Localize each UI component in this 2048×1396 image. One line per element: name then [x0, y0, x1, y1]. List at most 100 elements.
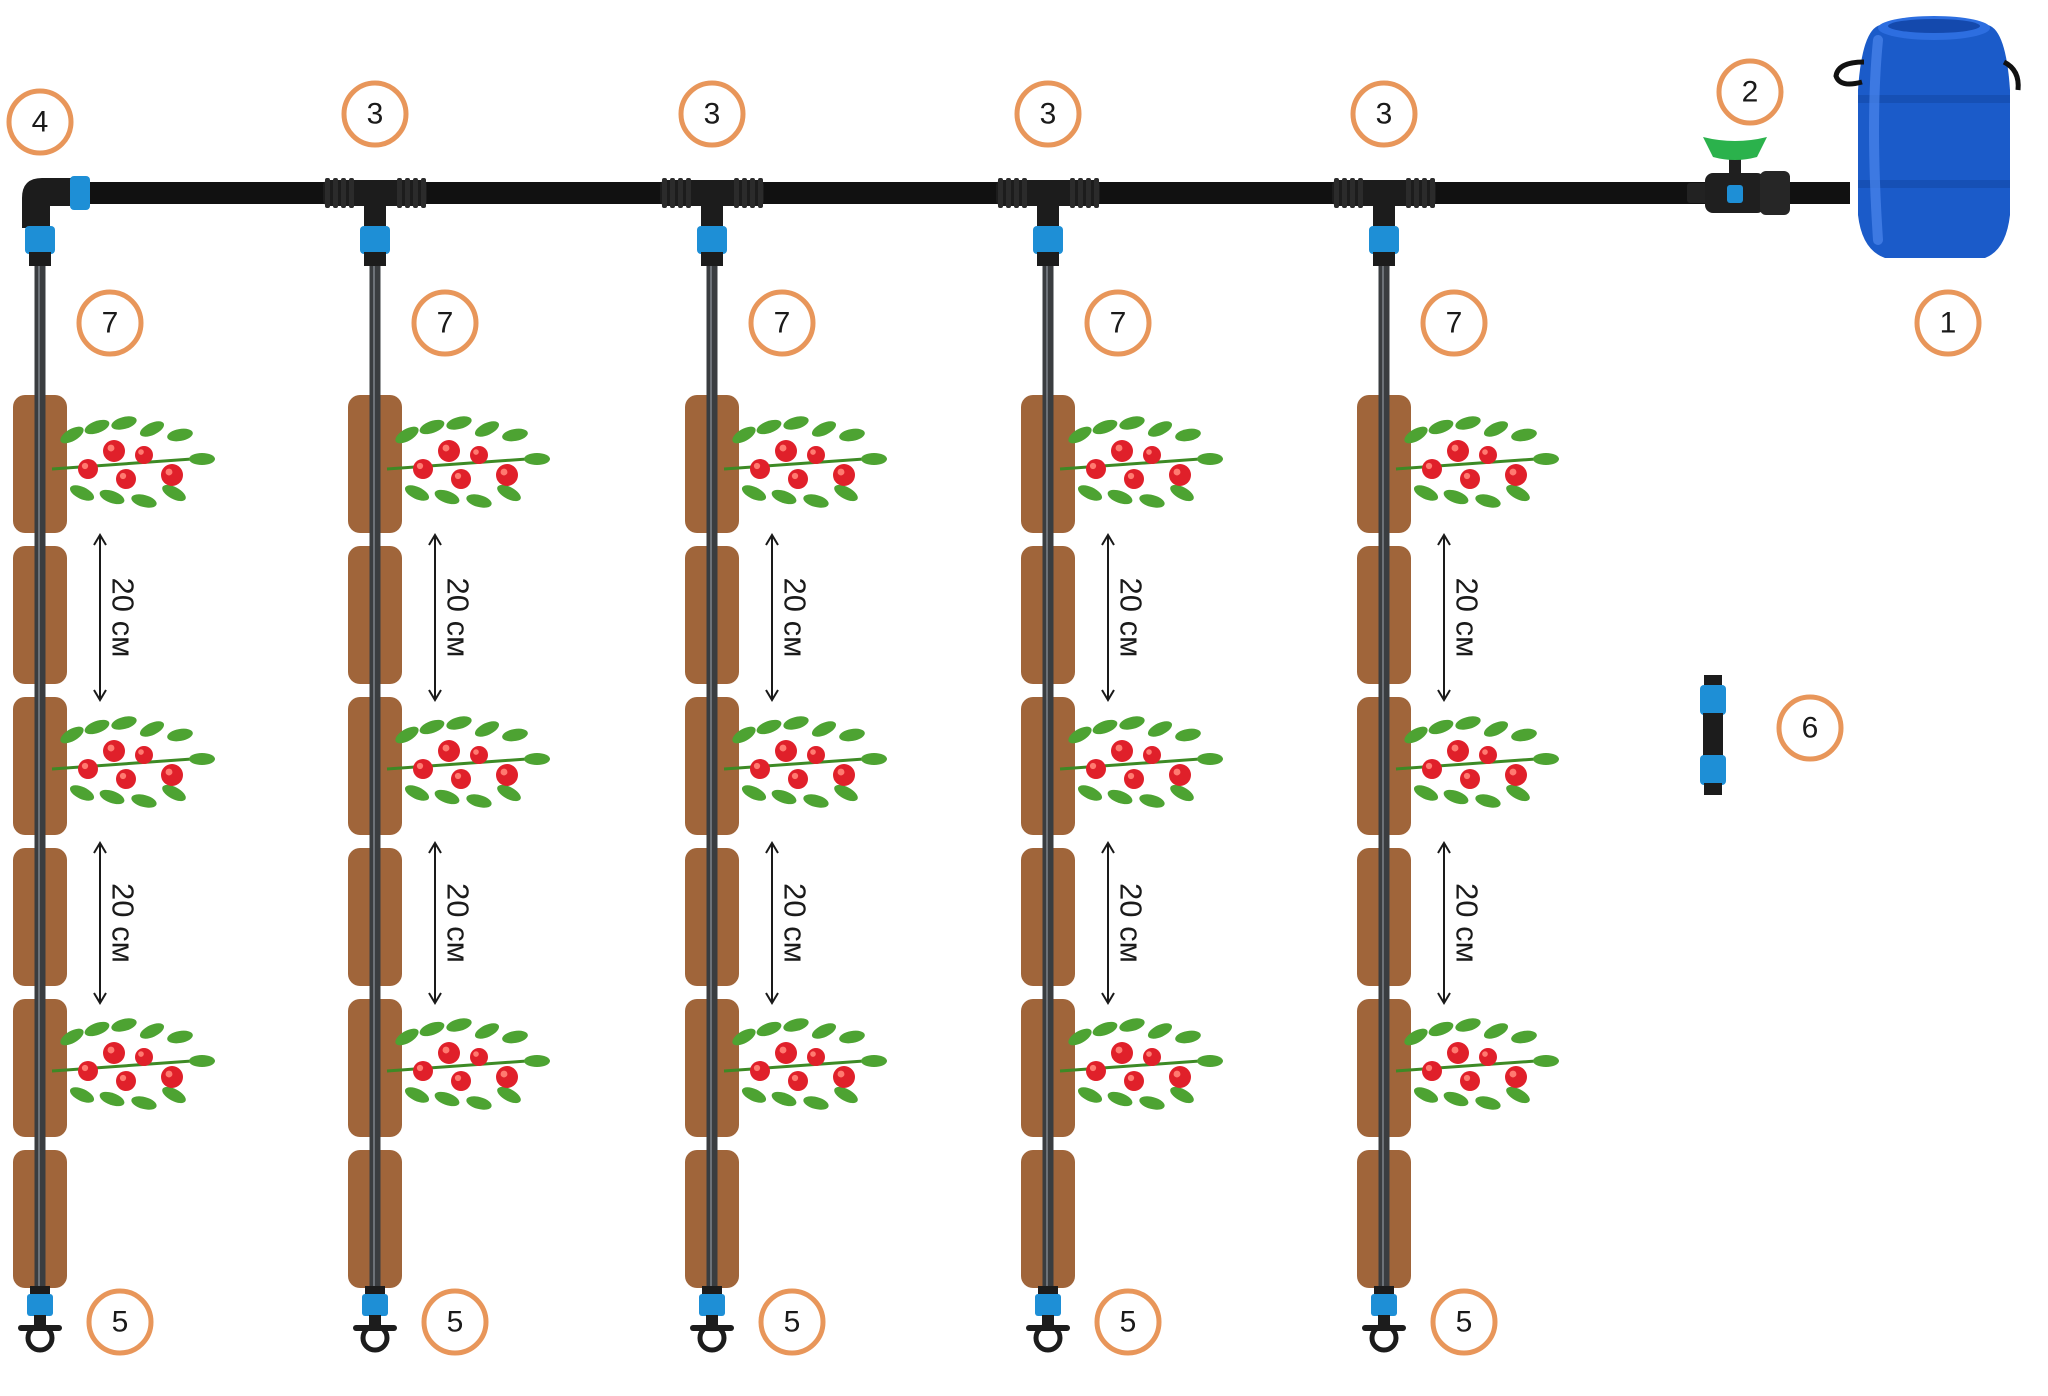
tomato-fruit — [833, 464, 855, 486]
leaf — [1413, 485, 1439, 501]
leaf — [1170, 784, 1194, 802]
plug-wings — [1362, 1325, 1406, 1331]
tomato-plant-icon-1-3 — [51, 1018, 215, 1110]
leaf — [139, 721, 165, 737]
barrel-body — [1858, 25, 2010, 258]
tomato-fruit — [161, 464, 183, 486]
tomato-shine — [1146, 749, 1152, 755]
tomato-shine — [473, 1051, 479, 1057]
tomato-shine — [119, 1074, 127, 1082]
tomato-shine — [753, 1064, 761, 1072]
barrel-icon — [1833, 16, 2021, 258]
tomato-fruit — [1086, 459, 1106, 479]
leaf — [1475, 1096, 1501, 1110]
tomato-shine — [1463, 472, 1471, 480]
tee-connector-icon-3 — [660, 178, 764, 266]
leaf — [84, 719, 110, 735]
tee-stem — [364, 200, 386, 230]
marker-elbow: 4 — [6, 88, 74, 156]
leaf — [60, 426, 84, 444]
leaf — [1455, 416, 1481, 430]
leaf — [1119, 1018, 1145, 1032]
top-collar — [1373, 252, 1395, 266]
tomato-shine — [454, 1074, 462, 1082]
marker-drip-tape-1-label: 7 — [102, 307, 119, 340]
tomato-shine — [1509, 468, 1517, 476]
tomato-fruit — [1447, 440, 1469, 462]
tee-rib-left — [1350, 178, 1355, 208]
plant-stem — [1059, 457, 1201, 471]
tomato-fruit — [1169, 464, 1191, 486]
tee-rib-left — [686, 178, 691, 208]
leaf — [756, 419, 782, 435]
plug-neck — [34, 1315, 46, 1325]
arrow-up-icon — [428, 533, 442, 546]
tomato-shine — [810, 749, 816, 755]
marker-valve: 2 — [1716, 58, 1784, 126]
marker-drip-tape-5: 7 — [1420, 289, 1488, 357]
leaf — [1506, 1086, 1530, 1104]
leaf — [162, 784, 186, 802]
tee-rib-right — [734, 178, 739, 208]
tomato-fruit — [807, 1048, 825, 1066]
leaf — [60, 1028, 84, 1046]
tee-rib-left — [1334, 178, 1339, 208]
top-nut — [697, 226, 727, 254]
tomato-plant-icon-5-1 — [1395, 416, 1559, 508]
marker-elbow-ring — [6, 88, 74, 156]
tomato-plant-icon-5-3 — [1395, 1018, 1559, 1110]
valve-left-port — [1687, 183, 1709, 203]
marker-tee-3-ring — [678, 80, 746, 148]
tomato-shine — [119, 772, 127, 780]
tee-rib-right — [1078, 178, 1083, 208]
tee-rib-left — [678, 178, 683, 208]
arrow-up-icon — [93, 841, 107, 854]
marker-end-plug-1: 5 — [86, 1288, 154, 1356]
leaf — [131, 1096, 157, 1110]
arrow-up-icon — [765, 841, 779, 854]
leaf — [1428, 1021, 1454, 1037]
marker-drip-tape-3: 7 — [748, 289, 816, 357]
arrow-down-icon — [765, 992, 779, 1005]
leaf — [1175, 728, 1201, 742]
drip-tape-highlight-4 — [1046, 265, 1048, 1290]
tomato-plant-icon-3-2 — [723, 716, 887, 808]
marker-tee-5-ring — [1350, 80, 1418, 148]
tee-rib-right — [413, 178, 418, 208]
arrow-up-icon — [93, 533, 107, 546]
marker-tee-5-label: 3 — [1376, 98, 1393, 131]
leaf — [1533, 453, 1559, 465]
spacing-dimension-1-2: 20 см — [93, 841, 141, 1005]
plant-stem — [1395, 757, 1537, 771]
plug-collar — [365, 1286, 385, 1296]
plug-wings — [690, 1325, 734, 1331]
tomato-shine — [500, 768, 508, 776]
tomato-shine — [442, 444, 450, 452]
leaf — [1175, 428, 1201, 442]
end-plug-icon-1 — [18, 1286, 62, 1353]
leaf — [474, 1023, 500, 1039]
tee-rib-right — [405, 178, 410, 208]
leaf — [474, 721, 500, 737]
tomato-shine — [473, 449, 479, 455]
spacing-dimension-5-2: 20 см — [1437, 841, 1485, 1005]
tomato-shine — [1425, 462, 1433, 470]
spacing-label: 20 см — [778, 578, 813, 658]
arrow-down-icon — [428, 992, 442, 1005]
arrow-up-icon — [1101, 841, 1115, 854]
tomato-fruit — [135, 1048, 153, 1066]
tomato-fruit — [1479, 1048, 1497, 1066]
leaf — [502, 728, 528, 742]
arrow-down-icon — [1437, 689, 1451, 702]
barrel-rib-top — [1858, 95, 2010, 103]
tomato-fruit — [807, 446, 825, 464]
spacing-dimension-4-2: 20 см — [1101, 841, 1149, 1005]
tomato-shine — [1509, 1070, 1517, 1078]
arrow-down-icon — [428, 689, 442, 702]
tomato-fruit — [775, 740, 797, 762]
tee-rib-right — [1430, 178, 1435, 208]
tomato-plant-icon-2-3 — [386, 1018, 550, 1110]
tee-rib-left — [1342, 178, 1347, 208]
tomato-fruit — [103, 440, 125, 462]
